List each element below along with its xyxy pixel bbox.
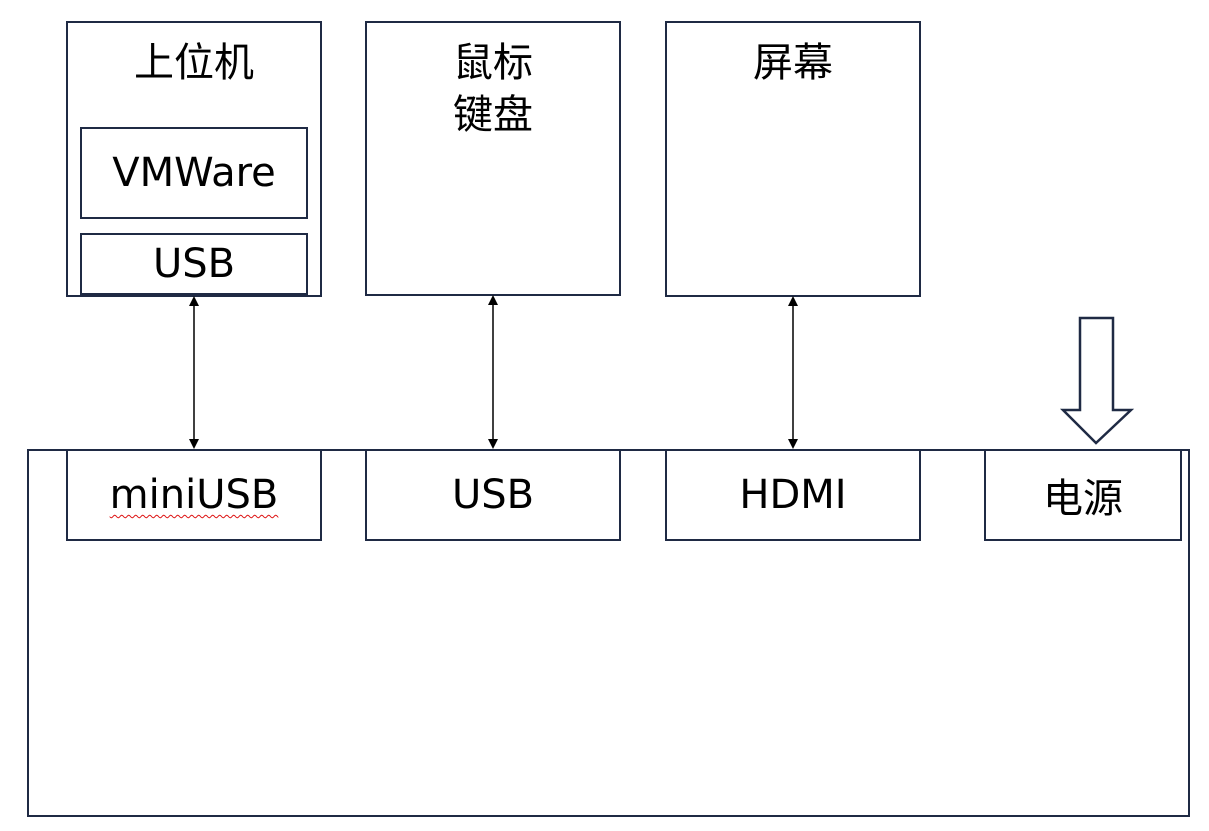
power-port-label: 电源 [1043, 476, 1123, 522]
vmware-block: VMWare [80, 127, 308, 219]
usb-port-label: USB [451, 472, 535, 518]
vmware-label: VMWare [112, 150, 276, 196]
miniusb-port-text: miniUSB [109, 472, 279, 518]
host-pc-block: 上位机 VMWare USB [66, 21, 322, 297]
host-pc-title: 上位机 [134, 40, 254, 86]
host-usb-label: USB [152, 241, 236, 287]
power-port: 电源 [984, 449, 1182, 541]
mouse-keyboard-title: 鼠标 键盘 [453, 40, 533, 138]
usb-port: USB [365, 449, 621, 541]
host-usb-port: USB [80, 233, 308, 295]
miniusb-port: miniUSB [66, 449, 322, 541]
mouse-keyboard-block: 鼠标 键盘 [365, 21, 621, 296]
miniusb-port-label: miniUSB [68, 472, 320, 518]
power-input-arrow-icon [1059, 316, 1135, 445]
screen-title: 屏幕 [753, 40, 833, 86]
hdmi-port: HDMI [665, 449, 921, 541]
hdmi-port-label: HDMI [739, 472, 847, 518]
screen-block: 屏幕 [665, 21, 921, 297]
